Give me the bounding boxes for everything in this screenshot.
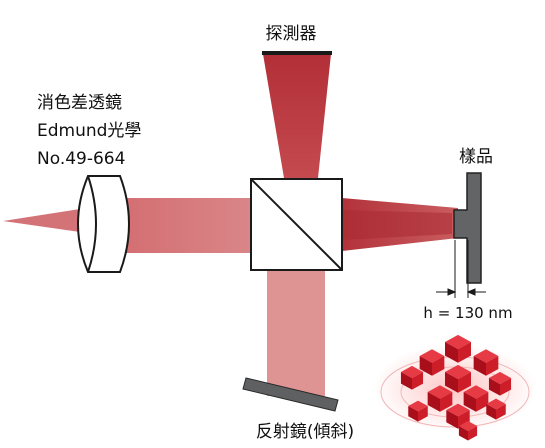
sample-arm-beam-highlight xyxy=(342,210,452,240)
cube-face xyxy=(476,392,489,412)
step-height-dimension xyxy=(436,240,486,298)
cube-face xyxy=(473,349,499,363)
cube-face xyxy=(418,406,428,422)
cube-face xyxy=(440,392,453,412)
cube-face xyxy=(486,356,499,376)
lens-label-line3: No.49-664 xyxy=(37,149,125,169)
mirror-arm-beam xyxy=(267,270,325,396)
cube-face xyxy=(427,385,453,399)
red-cubes-graphic xyxy=(373,334,537,441)
cube-face xyxy=(445,372,458,393)
cube-face xyxy=(408,406,418,422)
mirror-label: 反射鏡(傾斜) xyxy=(256,422,354,442)
cube-face xyxy=(486,404,496,420)
detector-bar xyxy=(262,51,332,55)
cube-face xyxy=(458,372,471,393)
cube-face xyxy=(445,364,471,380)
cube-face xyxy=(427,392,440,412)
focus-cone-beam xyxy=(3,209,80,232)
achromatic-lens xyxy=(77,175,130,273)
cube-face xyxy=(468,426,478,441)
beam-splitter-cube xyxy=(250,178,343,271)
cube-face xyxy=(458,420,478,432)
cube-face xyxy=(419,349,445,363)
cube-face xyxy=(412,372,424,390)
lens-label-line1: 消色差透鏡 xyxy=(37,93,122,113)
cube-face xyxy=(463,392,476,412)
cube-face xyxy=(458,426,468,441)
cube-face xyxy=(432,356,445,376)
sample-label: 樣品 xyxy=(459,147,493,167)
sample-step xyxy=(453,172,482,284)
collimated-beam xyxy=(125,198,251,253)
cube-face xyxy=(400,372,412,390)
tilted-mirror xyxy=(242,377,339,412)
cube-face xyxy=(500,378,512,396)
cube-face xyxy=(419,356,432,376)
cube-face xyxy=(473,356,486,376)
step-height-label: h = 130 nm xyxy=(423,304,512,322)
cube-face xyxy=(458,342,471,363)
cube-face xyxy=(458,410,470,429)
cube-face xyxy=(496,404,506,420)
lens-label-line2: Edmund光學 xyxy=(37,121,141,141)
cube-face xyxy=(445,342,458,363)
cube-face xyxy=(488,378,500,396)
detector-arm-beam xyxy=(263,54,331,178)
cube-face xyxy=(463,385,489,399)
detector-label: 探測器 xyxy=(266,24,317,44)
cube-face xyxy=(446,410,458,429)
cube-face xyxy=(445,334,471,350)
